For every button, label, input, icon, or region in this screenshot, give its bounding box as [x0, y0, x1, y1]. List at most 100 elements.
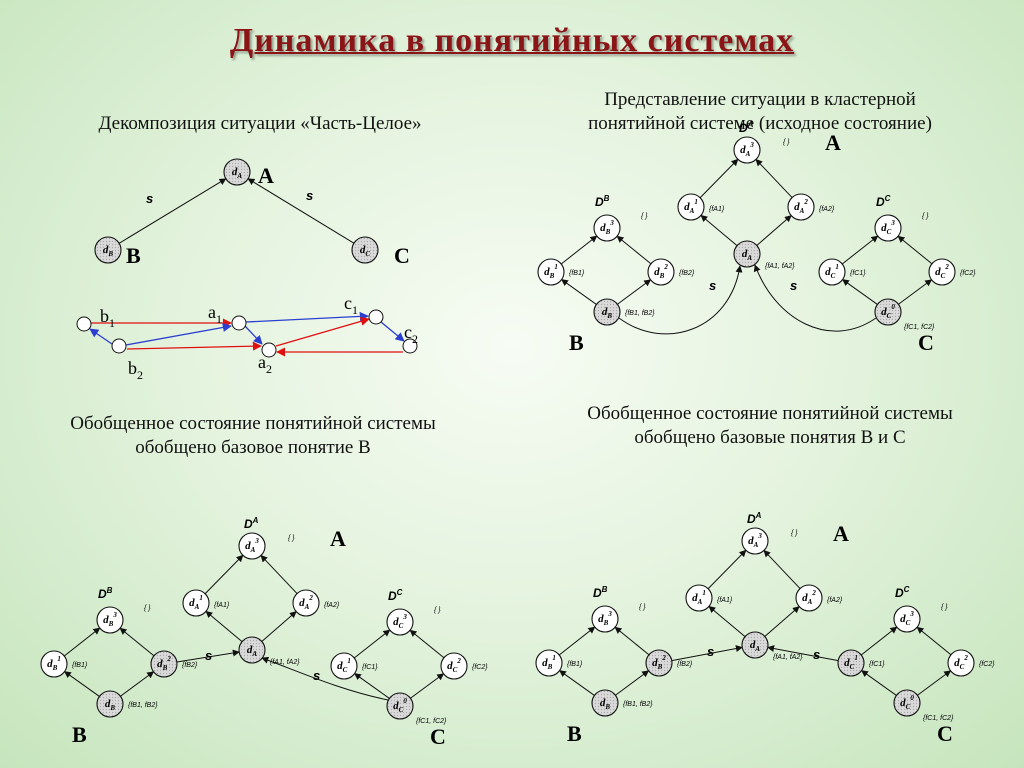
node-circle: [893, 689, 921, 717]
node-circle: [591, 605, 619, 633]
node-label: dB: [602, 306, 613, 320]
node-label: dC3: [900, 610, 914, 627]
node-label: dA3: [245, 537, 259, 554]
node-label: dC0: [900, 694, 914, 711]
node-dC2: dC2: [928, 258, 956, 286]
node-circle: [96, 690, 124, 718]
node-dC3: dC3: [874, 214, 902, 242]
node-circle: [645, 649, 673, 677]
empty-set-label: { }: [639, 604, 646, 611]
edge-arrow: [120, 671, 155, 697]
node-dB1: dB1: [537, 258, 565, 286]
node-circle: [535, 649, 563, 677]
caption-generalized-bc: Обобщенное состояние понятийной системы …: [530, 402, 1010, 450]
node-circle: [928, 258, 956, 286]
edge-arrow: [617, 279, 652, 305]
caption-line-1: Обобщенное состояние понятийной системы: [70, 413, 436, 434]
feature-set-label: {fA1}: [214, 602, 230, 609]
node-dA3: dA3: [733, 136, 761, 164]
node-circle: [330, 652, 358, 680]
s-label: s: [313, 668, 320, 683]
cluster-label-DB: DB: [98, 586, 113, 601]
feature-set-label: {fC2}: [960, 270, 976, 277]
node-label: dA: [247, 644, 258, 658]
edge-arrow: [614, 626, 650, 656]
feature-set-label: {fB1}: [72, 662, 88, 669]
edge-arrow: [63, 627, 101, 657]
node-dB3: dB3: [96, 606, 124, 634]
node-label: dC1: [337, 657, 351, 674]
node-dC0: dC0: [874, 298, 902, 326]
edge-dB-to-dA: [618, 265, 743, 335]
node-circle: [733, 240, 761, 268]
node-label: dC2: [954, 654, 968, 671]
node-circle: [795, 584, 823, 612]
edge-arrow: [708, 605, 746, 638]
empty-set-label: { }: [641, 213, 648, 220]
node-circle: [874, 214, 902, 242]
cluster-label-DA: DA: [244, 516, 259, 531]
node-dC3: dC3: [893, 605, 921, 633]
node-circle: [593, 298, 621, 326]
edge-dC0-to-dA: [753, 264, 877, 332]
node-circle: [733, 136, 761, 164]
edge-dC1-to-dA: [767, 645, 839, 662]
node-label: dC1: [825, 263, 839, 280]
node-dC0: dC0: [893, 689, 921, 717]
node-dC3: dC3: [386, 608, 414, 636]
feature-set-label: {fB1, fB2}: [625, 310, 655, 317]
node-circle: [741, 527, 769, 555]
edge-arrow: [699, 158, 739, 199]
node-dB1: dB1: [535, 649, 563, 677]
caption-line-2: обобщено базовые понятия В и С: [634, 427, 906, 448]
node-circle: [238, 532, 266, 560]
caption-decomposition-text: Декомпозиция ситуации «Часть-Целое»: [98, 113, 422, 134]
edge-arrow: [763, 549, 801, 589]
blue-arrow-a1-a2: [244, 325, 263, 345]
caption-line-1: Представление ситуации в кластерной: [604, 89, 916, 110]
feature-set-label: {fA2}: [324, 602, 340, 609]
label-a1: a1: [208, 302, 222, 326]
s-label: s: [790, 278, 797, 293]
edge-arrow: [841, 235, 879, 265]
node-circle: [223, 158, 251, 186]
edge-arrow: [410, 673, 445, 699]
node-dB2: dB2: [647, 258, 675, 286]
edge-arrow: [260, 554, 298, 594]
node-circle: [818, 258, 846, 286]
feature-set-label: {fC1}: [850, 270, 866, 277]
feature-set-label: {fC1}: [869, 661, 885, 668]
feature-set-label: {fC1, fC2}: [923, 715, 954, 722]
edge-dB2-to-dA: [671, 645, 743, 662]
node-label: dC1: [844, 654, 858, 671]
feature-set-label: {fB2}: [679, 270, 695, 277]
feature-set-label: {fC1, fC2}: [416, 718, 447, 725]
node-circle: [874, 298, 902, 326]
node-dA2: dA2: [787, 193, 815, 221]
node-label: dC: [360, 244, 371, 258]
empty-set-label: { }: [941, 604, 948, 611]
node-circle: [947, 649, 975, 677]
node-label: dB: [103, 244, 114, 258]
node-dB: dB: [591, 689, 619, 717]
node-label: dB3: [598, 610, 612, 627]
node-circle: [647, 258, 675, 286]
node-dC0: dC0: [386, 692, 414, 720]
label-B: В: [567, 721, 582, 746]
node-circle: [677, 193, 705, 221]
empty-set-label: { }: [791, 530, 798, 537]
feature-set-label: {fB1, fB2}: [128, 702, 158, 709]
edge-arrow: [917, 670, 952, 696]
node-dA3: dA3: [741, 527, 769, 555]
node-dC1: dC1: [330, 652, 358, 680]
empty-set-label: { }: [434, 607, 441, 614]
instance-node-b2: [111, 338, 127, 354]
node-dA2: dA2: [795, 584, 823, 612]
node-dA2: dA2: [292, 589, 320, 617]
node-circle: [182, 589, 210, 617]
label-B: В: [126, 243, 141, 268]
node-circle: [741, 631, 769, 659]
label-A: А: [258, 163, 274, 188]
node-circle: [787, 193, 815, 221]
node-label: dB1: [544, 263, 558, 280]
